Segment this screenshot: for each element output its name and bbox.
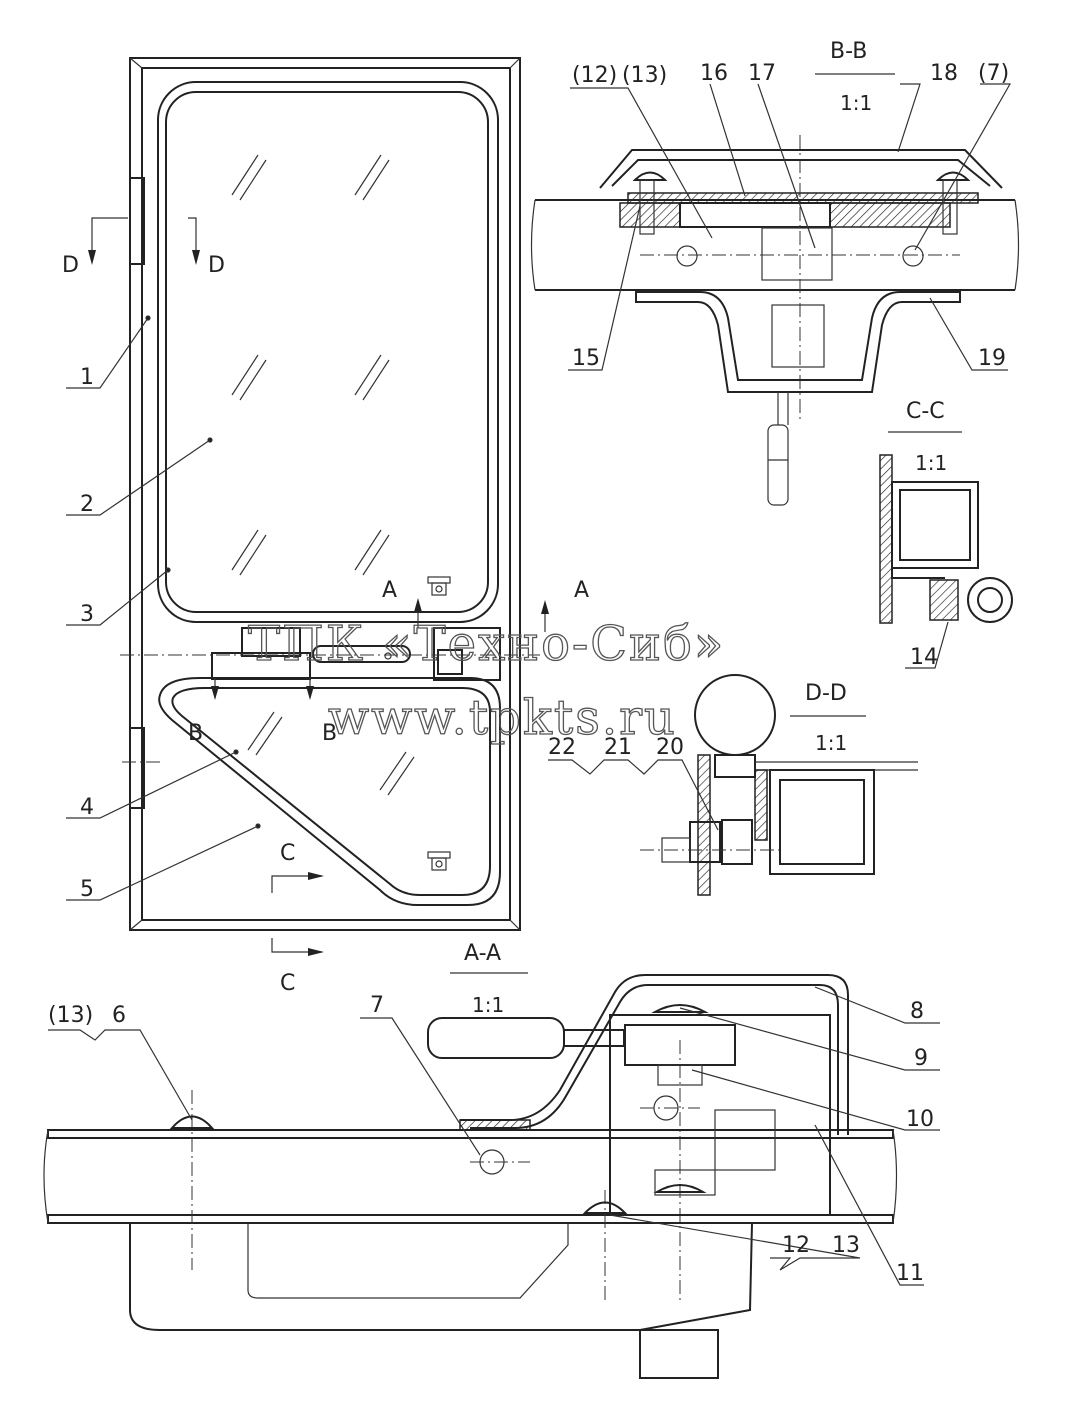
callout-ref-13-bb: (13) <box>622 63 667 88</box>
callout-ref-13-aa: (13) <box>48 1003 93 1028</box>
section-aa-leaders <box>48 986 940 1286</box>
callout-3: 3 <box>80 602 94 627</box>
callout-9: 9 <box>914 1046 928 1071</box>
section-cc-scale: 1:1 <box>915 451 947 475</box>
callout-19: 19 <box>978 346 1006 371</box>
callout-ref-12-bb: (12) <box>572 63 617 88</box>
section-cc-title: C-C <box>906 399 945 424</box>
marker-d-right: D <box>208 253 225 278</box>
callout-ref-7-bb: (7) <box>978 61 1009 86</box>
door-leaders <box>66 315 261 901</box>
callout-14: 14 <box>910 645 938 670</box>
door-front-view <box>88 57 549 956</box>
callout-17: 17 <box>748 61 776 86</box>
section-bb-scale: 1:1 <box>840 91 872 115</box>
callout-8: 8 <box>910 999 924 1024</box>
callout-6: 6 <box>112 1003 126 1028</box>
watermark: ТПК «Техно-Сиб» www.tpkts.ru <box>247 615 725 746</box>
marker-b-right: B <box>322 721 337 746</box>
section-dd-leaders <box>548 759 719 831</box>
callout-13: 13 <box>832 1233 860 1258</box>
section-bb <box>530 73 1020 506</box>
callout-labels: 1 2 3 4 5 (12) (13) 16 17 18 (7) 15 19 1… <box>48 61 1009 1286</box>
watermark-url: www.tpkts.ru <box>328 690 677 746</box>
callout-12: 12 <box>782 1233 810 1258</box>
section-dd-title: D-D <box>805 681 847 706</box>
section-aa-scale: 1:1 <box>472 993 504 1017</box>
callout-11: 11 <box>896 1261 924 1286</box>
section-aa-title: A-A <box>464 941 501 966</box>
marker-a-left: A <box>382 578 397 603</box>
section-dd-scale: 1:1 <box>815 731 847 755</box>
marker-b-left: B <box>188 721 203 746</box>
callout-16: 16 <box>700 61 728 86</box>
section-bb-title: B-B <box>830 39 867 64</box>
watermark-company: ТПК «Техно-Сиб» <box>248 616 725 672</box>
marker-c-bottom: C <box>280 971 295 996</box>
section-bb-leaders <box>568 83 1012 371</box>
marker-a-right: A <box>574 578 589 603</box>
section-dd <box>640 674 918 896</box>
callout-4: 4 <box>80 795 94 820</box>
callout-2: 2 <box>80 492 94 517</box>
section-aa <box>43 972 898 1379</box>
section-markers: D D A A B B C C <box>62 253 589 996</box>
callout-10: 10 <box>906 1107 934 1132</box>
callout-18: 18 <box>930 61 958 86</box>
callout-15: 15 <box>572 346 600 371</box>
marker-d-left: D <box>62 253 79 278</box>
callout-1: 1 <box>80 365 94 390</box>
callout-7: 7 <box>370 993 384 1018</box>
callout-21: 21 <box>604 735 632 760</box>
callout-5: 5 <box>80 877 94 902</box>
section-titles: B-B 1:1 C-C 1:1 D-D 1:1 A-A 1:1 <box>464 39 947 1017</box>
callout-22: 22 <box>548 735 576 760</box>
marker-c-top: C <box>280 841 295 866</box>
section-cc <box>879 431 1013 669</box>
callout-20: 20 <box>656 735 684 760</box>
